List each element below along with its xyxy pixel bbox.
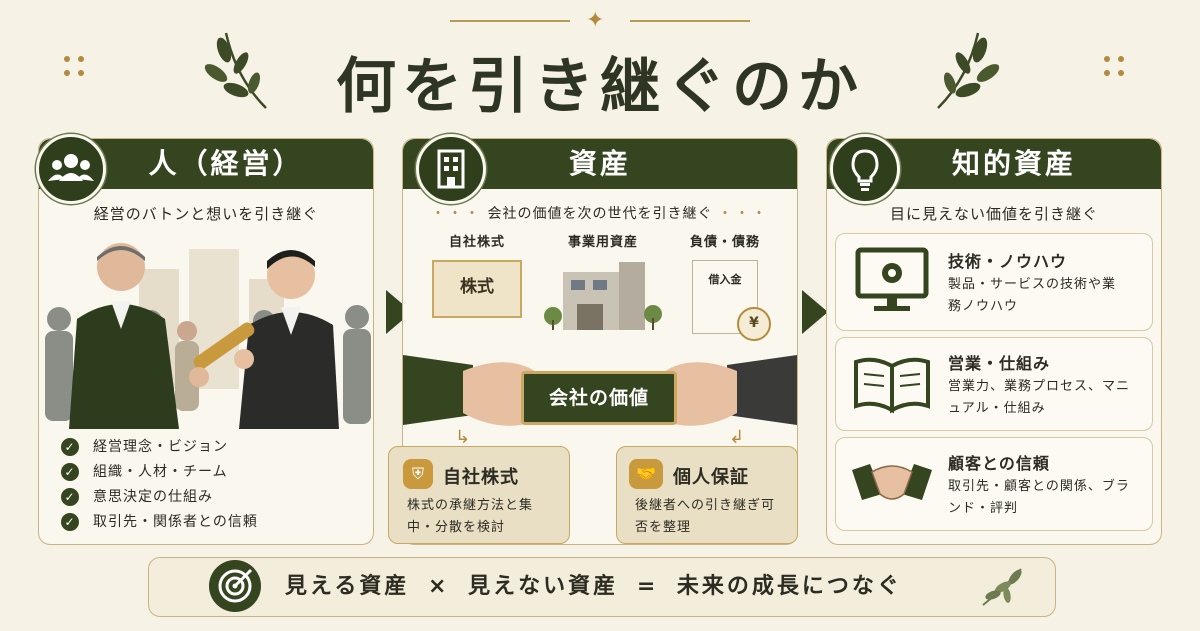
flow-arrow-right-icon <box>802 290 828 334</box>
check-icon: ✓ <box>61 488 79 506</box>
title-rule-right <box>630 20 750 22</box>
page-title: 何を引き継ぐのか <box>336 52 864 122</box>
loan-document-icon: 借入金 ¥ <box>692 260 771 341</box>
stock-certificate-icon: 株式 <box>432 260 522 318</box>
handshake-icon: 🤝 <box>629 459 663 489</box>
checklist-item: ✓意思決定の仕組み <box>61 485 258 510</box>
lightbulb-icon <box>830 134 900 204</box>
asset-category-business: 事業用資産 <box>541 231 665 338</box>
panel-assets-subtitle: ・・・ 会社の価値を次の世代を引き継ぐ ・・・ <box>431 206 769 222</box>
company-value-plaque: 会社の価値 <box>521 371 677 425</box>
sparkle-icon: ✦ <box>586 8 605 33</box>
intellectual-item: 技術・ノウハウ 製品・サービスの技術や業務ノウハウ <box>835 233 1153 331</box>
monitor-gear-icon <box>855 247 929 311</box>
building-icon <box>416 134 486 204</box>
title-rule-left <box>450 20 570 22</box>
building-icon <box>544 262 662 330</box>
card-own-stock: ⛨ 自社株式 株式の承継方法と集中・分散を検討 <box>388 446 570 544</box>
target-icon <box>209 560 261 612</box>
arrow-down-left-icon: ↳ <box>455 427 471 448</box>
checklist-item: ✓経営理念・ビジョン <box>61 435 258 460</box>
panel-intellectual-subtitle: 目に見えない価値を引き継ぐ <box>889 205 1098 223</box>
business-handover-illustration <box>45 243 371 429</box>
card-personal-guarantee: 🤝 個人保証 後継者への引き継ぎ可否を整理 <box>616 446 798 544</box>
checklist-item: ✓組織・人材・チーム <box>61 460 258 485</box>
handshake-icon <box>852 464 932 500</box>
check-icon: ✓ <box>61 513 79 531</box>
yen-coin-icon: ¥ <box>737 307 771 341</box>
footer-summary: 見える資産 × 見えない資産 = 未来の成長につなぐ <box>148 557 1056 617</box>
laurel-right-icon <box>937 32 1000 109</box>
asset-category-debt: 負債・債務 借入金 ¥ <box>669 231 781 341</box>
arrow-down-right-icon: ↲ <box>729 427 745 448</box>
people-checklist: ✓経営理念・ビジョン ✓組織・人材・チーム ✓意思決定の仕組み ✓取引先・関係者… <box>61 435 258 535</box>
check-icon: ✓ <box>61 463 79 481</box>
panel-people: 人（経営） 経営のバトンと想いを引き継ぐ ✓経営理念・ビジョン ✓組織・人材・チ… <box>38 138 374 545</box>
checklist-item: ✓取引先・関係者との信頼 <box>61 510 258 535</box>
dots-decoration-right <box>1104 56 1128 80</box>
footer-equation: 見える資産 × 見えない資産 = 未来の成長につなぐ <box>285 574 902 599</box>
panel-assets: 資産 ・・・ 会社の価値を次の世代を引き継ぐ ・・・ 自社株式 株式 事業用資産… <box>402 138 798 545</box>
asset-category-stock: 自社株式 株式 <box>421 231 533 318</box>
people-group-icon <box>36 134 106 204</box>
dots-decoration-left <box>64 56 88 80</box>
open-book-icon <box>854 357 930 414</box>
intellectual-item: 顧客との信頼 取引先・顧客との関係、ブランド・評判 <box>835 437 1153 531</box>
laurel-left-icon <box>204 32 267 109</box>
intellectual-item: 営業・仕組み 営業力、業務プロセス、マニュアル・仕組み <box>835 337 1153 431</box>
shield-icon: ⛨ <box>403 459 433 489</box>
leaf-sprig-icon <box>982 568 1022 606</box>
panel-people-subtitle: 経営のバトンと想いを引き継ぐ <box>93 205 319 223</box>
check-icon: ✓ <box>61 438 79 456</box>
